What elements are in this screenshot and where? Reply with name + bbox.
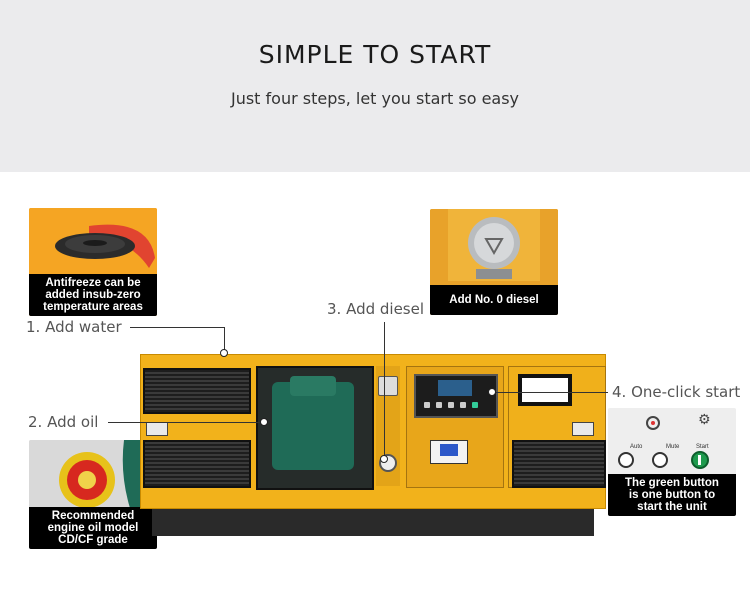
step-1-label: 1. Add water: [26, 318, 122, 336]
controller-key: [424, 402, 430, 408]
controller-key: [448, 402, 454, 408]
oil-caption-line: engine oil model: [47, 522, 139, 534]
controller-key: [436, 402, 442, 408]
leader-dot-start: [488, 388, 496, 396]
step-4-label: 4. One-click start: [612, 383, 741, 401]
oil-cap-photo: Recommended engine oil model CD/CF grade: [29, 440, 157, 549]
controller-panel: [414, 374, 498, 418]
page-subtitle: Just four steps, let you start so easy: [230, 89, 520, 108]
right-vent-grille: [512, 440, 606, 488]
leader-dot-water: [220, 349, 228, 357]
step-3-label: 3. Add diesel: [327, 300, 425, 318]
oil-caption-line: CD/CF grade: [58, 534, 128, 546]
fuel-gauge: [378, 376, 398, 396]
leader-dot-diesel: [380, 455, 388, 463]
controller-key: [460, 402, 466, 408]
controller-key: [472, 402, 478, 408]
water-caption: Antifreeze can be added insub-zero tempe…: [29, 274, 157, 316]
diesel-cap-photo: Add No. 0 diesel: [430, 209, 558, 315]
start-panel-photo: ⚙ Auto Mute Start The green button is on…: [608, 408, 736, 516]
oil-caption: Recommended engine oil model CD/CF grade: [29, 507, 157, 549]
controller-display: [438, 380, 472, 396]
start-caption: The green button is one button to start …: [608, 474, 736, 516]
control-panel-illustration: ⚙: [608, 408, 736, 478]
start-caption-line: start the unit: [637, 501, 707, 513]
generator-base-frame: [152, 509, 594, 536]
engine-block: [272, 382, 354, 470]
left-vent-grille-bottom: [143, 440, 251, 488]
leader-dot-oil: [260, 418, 268, 426]
water-caption-line: Antifreeze can be: [45, 277, 141, 289]
panel-label-start: Start: [696, 444, 709, 450]
right-window: [518, 374, 572, 406]
left-vent-grille-top: [143, 368, 251, 414]
water-cap-photo: Antifreeze can be added insub-zero tempe…: [29, 208, 157, 316]
page-title: SIMPLE TO START: [258, 40, 492, 69]
water-caption-line: temperature areas: [43, 301, 143, 313]
oil-caption-line: Recommended: [51, 510, 135, 522]
leader-line-oil: [108, 422, 262, 423]
panel-label-mute: Mute: [666, 444, 680, 450]
diesel-caption-line: Add No. 0 diesel: [449, 294, 539, 306]
leader-line-diesel: [384, 322, 385, 456]
engine-top-housing: [290, 376, 336, 396]
leader-line-start: [492, 392, 608, 393]
water-caption-line: added insub-zero: [45, 289, 141, 301]
leader-line-water-v: [224, 327, 225, 351]
diesel-generator-illustration: [140, 354, 606, 536]
start-caption-line: is one button to: [628, 489, 716, 501]
panel-label-auto: Auto: [630, 444, 643, 450]
leader-line-water-h: [130, 327, 224, 328]
start-caption-line: The green button: [625, 477, 719, 489]
terminal-block: [440, 444, 458, 456]
right-warning-sticker: [572, 422, 594, 436]
diesel-caption: Add No. 0 diesel: [430, 285, 558, 315]
left-warning-sticker: [146, 422, 168, 436]
svg-text:⚙: ⚙: [698, 411, 711, 427]
header-banner: SIMPLE TO START Just four steps, let you…: [0, 0, 750, 172]
fuel-cap-illustration: [430, 209, 558, 289]
step-2-label: 2. Add oil: [28, 413, 99, 431]
